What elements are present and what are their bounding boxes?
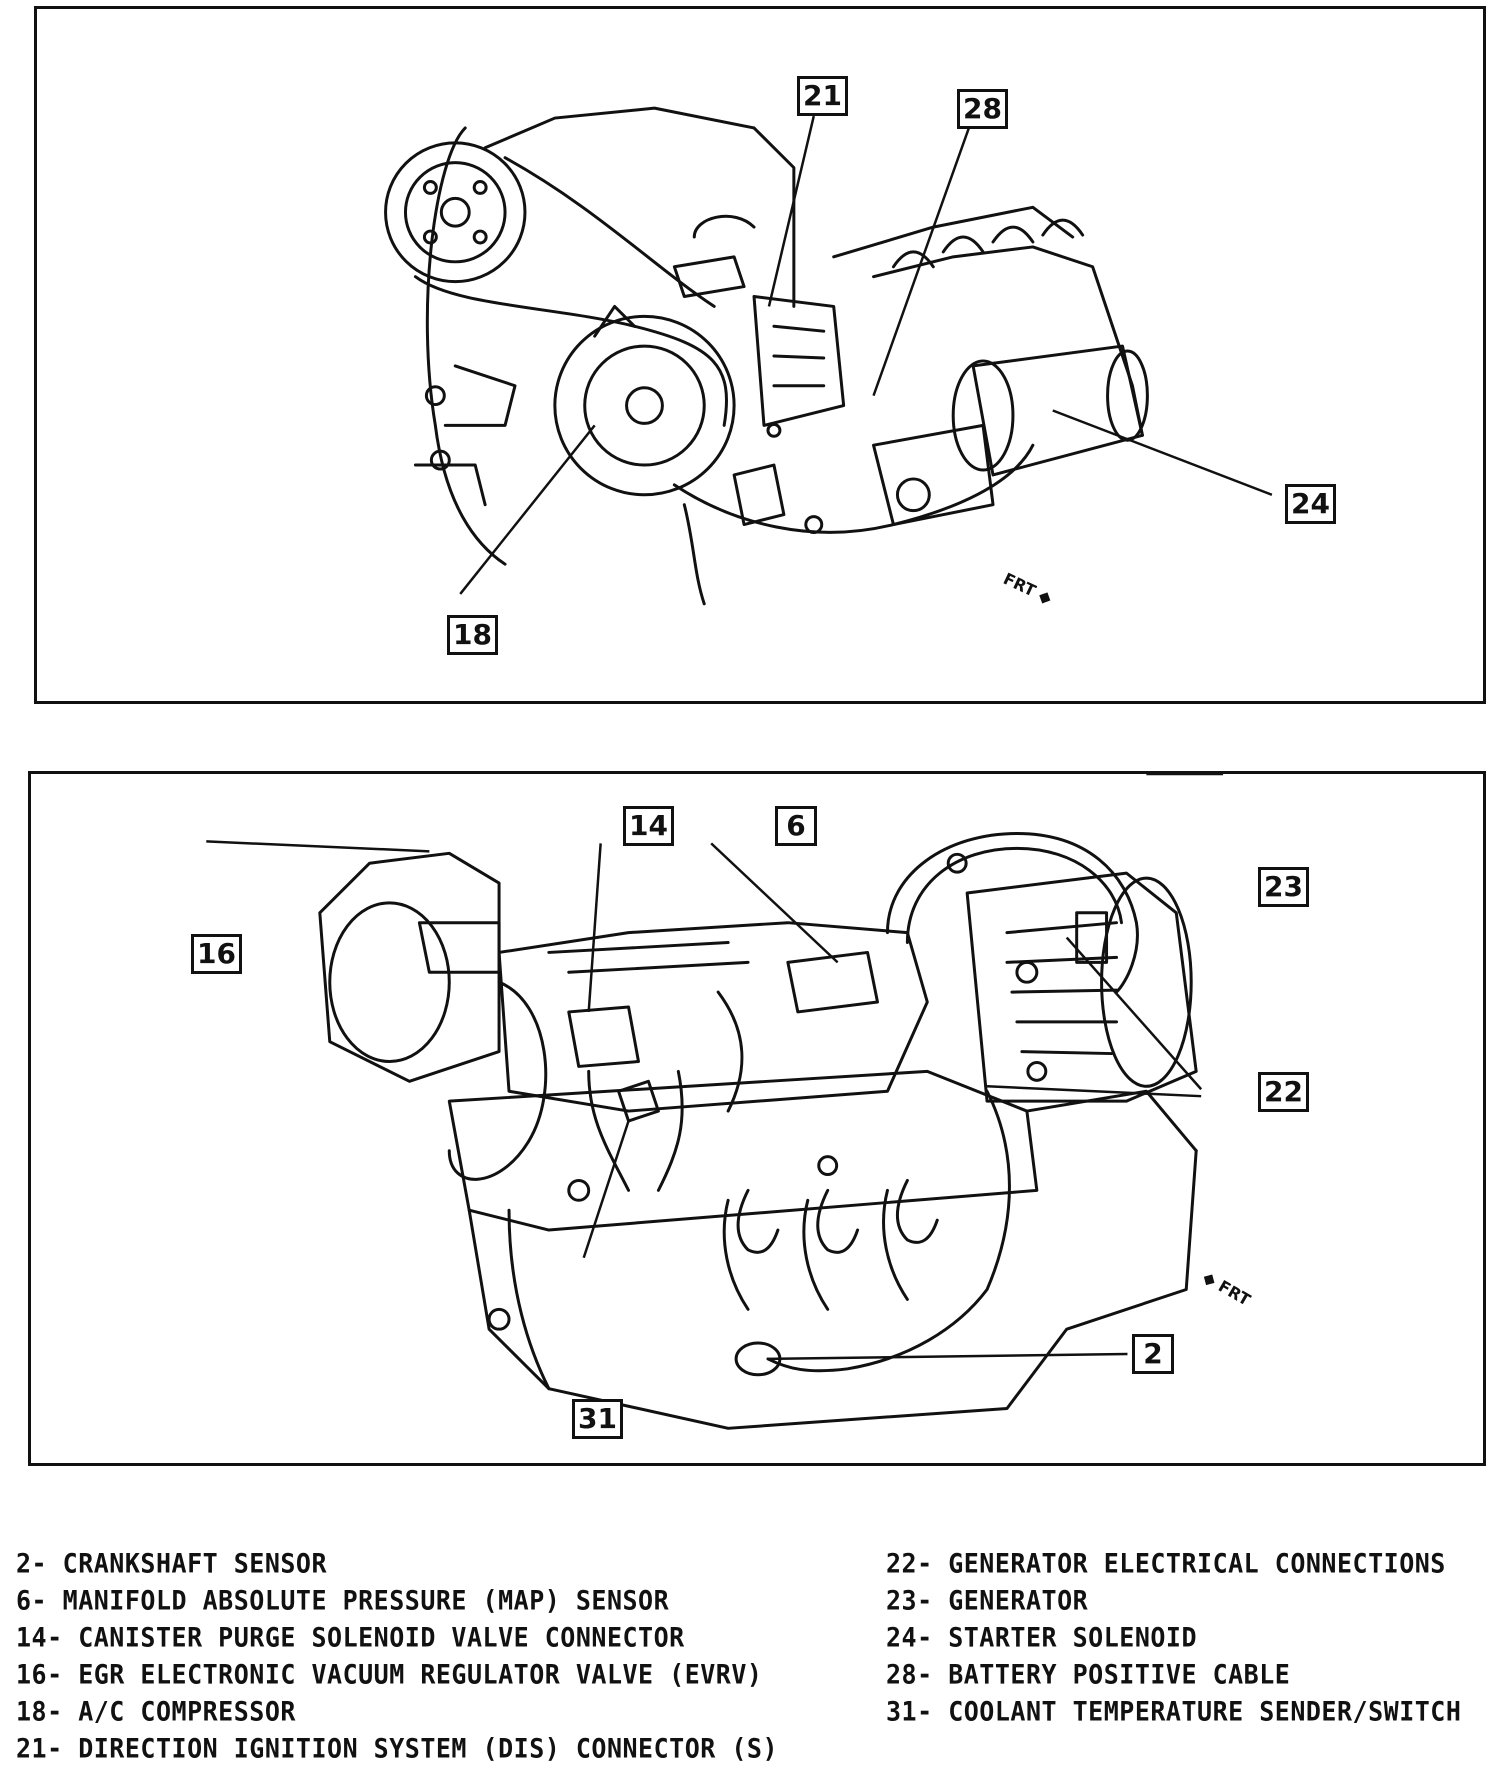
legend-item: 28- BATTERY POSITIVE CABLE [886,1659,1291,1690]
top-diagram-panel: 21 28 24 18 FRT ◆ [34,6,1486,704]
parts-legend: 2- CRANKSHAFT SENSOR 6- MANIFOLD ABSOLUT… [0,1545,1504,1765]
callout-31: 31 [572,1399,623,1439]
legend-item: 16- EGR ELECTRONIC VACUUM REGULATOR VALV… [16,1659,763,1690]
callout-6: 6 [775,806,817,846]
engine-rear-illustration [206,774,1224,1430]
callout-21: 21 [797,76,848,116]
legend-item: 24- STARTER SOLENOID [886,1622,1198,1653]
legend-item: 22- GENERATOR ELECTRICAL CONNECTIONS [886,1548,1446,1579]
callout-18: 18 [447,615,498,655]
callout-24: 24 [1285,484,1336,524]
callout-28: 28 [957,89,1008,129]
callout-14: 14 [623,806,674,846]
legend-right-column: 22- GENERATOR ELECTRICAL CONNECTIONS 23-… [886,1545,1461,1730]
legend-item: 14- CANISTER PURGE SOLENOID VALVE CONNEC… [16,1622,685,1653]
callout-2: 2 [1132,1334,1174,1374]
legend-item: 6- MANIFOLD ABSOLUTE PRESSURE (MAP) SENS… [16,1585,670,1616]
callout-16: 16 [191,934,242,974]
callout-23: 23 [1258,867,1309,907]
legend-item: 2- CRANKSHAFT SENSOR [16,1548,328,1579]
legend-left-column: 2- CRANKSHAFT SENSOR 6- MANIFOLD ABSOLUT… [16,1545,778,1767]
bottom-diagram-panel: 14 6 23 16 22 31 2 ◆ FRT [28,771,1486,1466]
legend-item: 21- DIRECTION IGNITION SYSTEM (DIS) CONN… [16,1733,779,1764]
legend-item: 18- A/C COMPRESSOR [16,1696,296,1727]
legend-item: 23- GENERATOR [886,1585,1089,1616]
legend-item: 31- COOLANT TEMPERATURE SENDER/SWITCH [886,1696,1462,1727]
callout-22: 22 [1258,1072,1309,1112]
engine-front-illustration [384,106,1273,606]
